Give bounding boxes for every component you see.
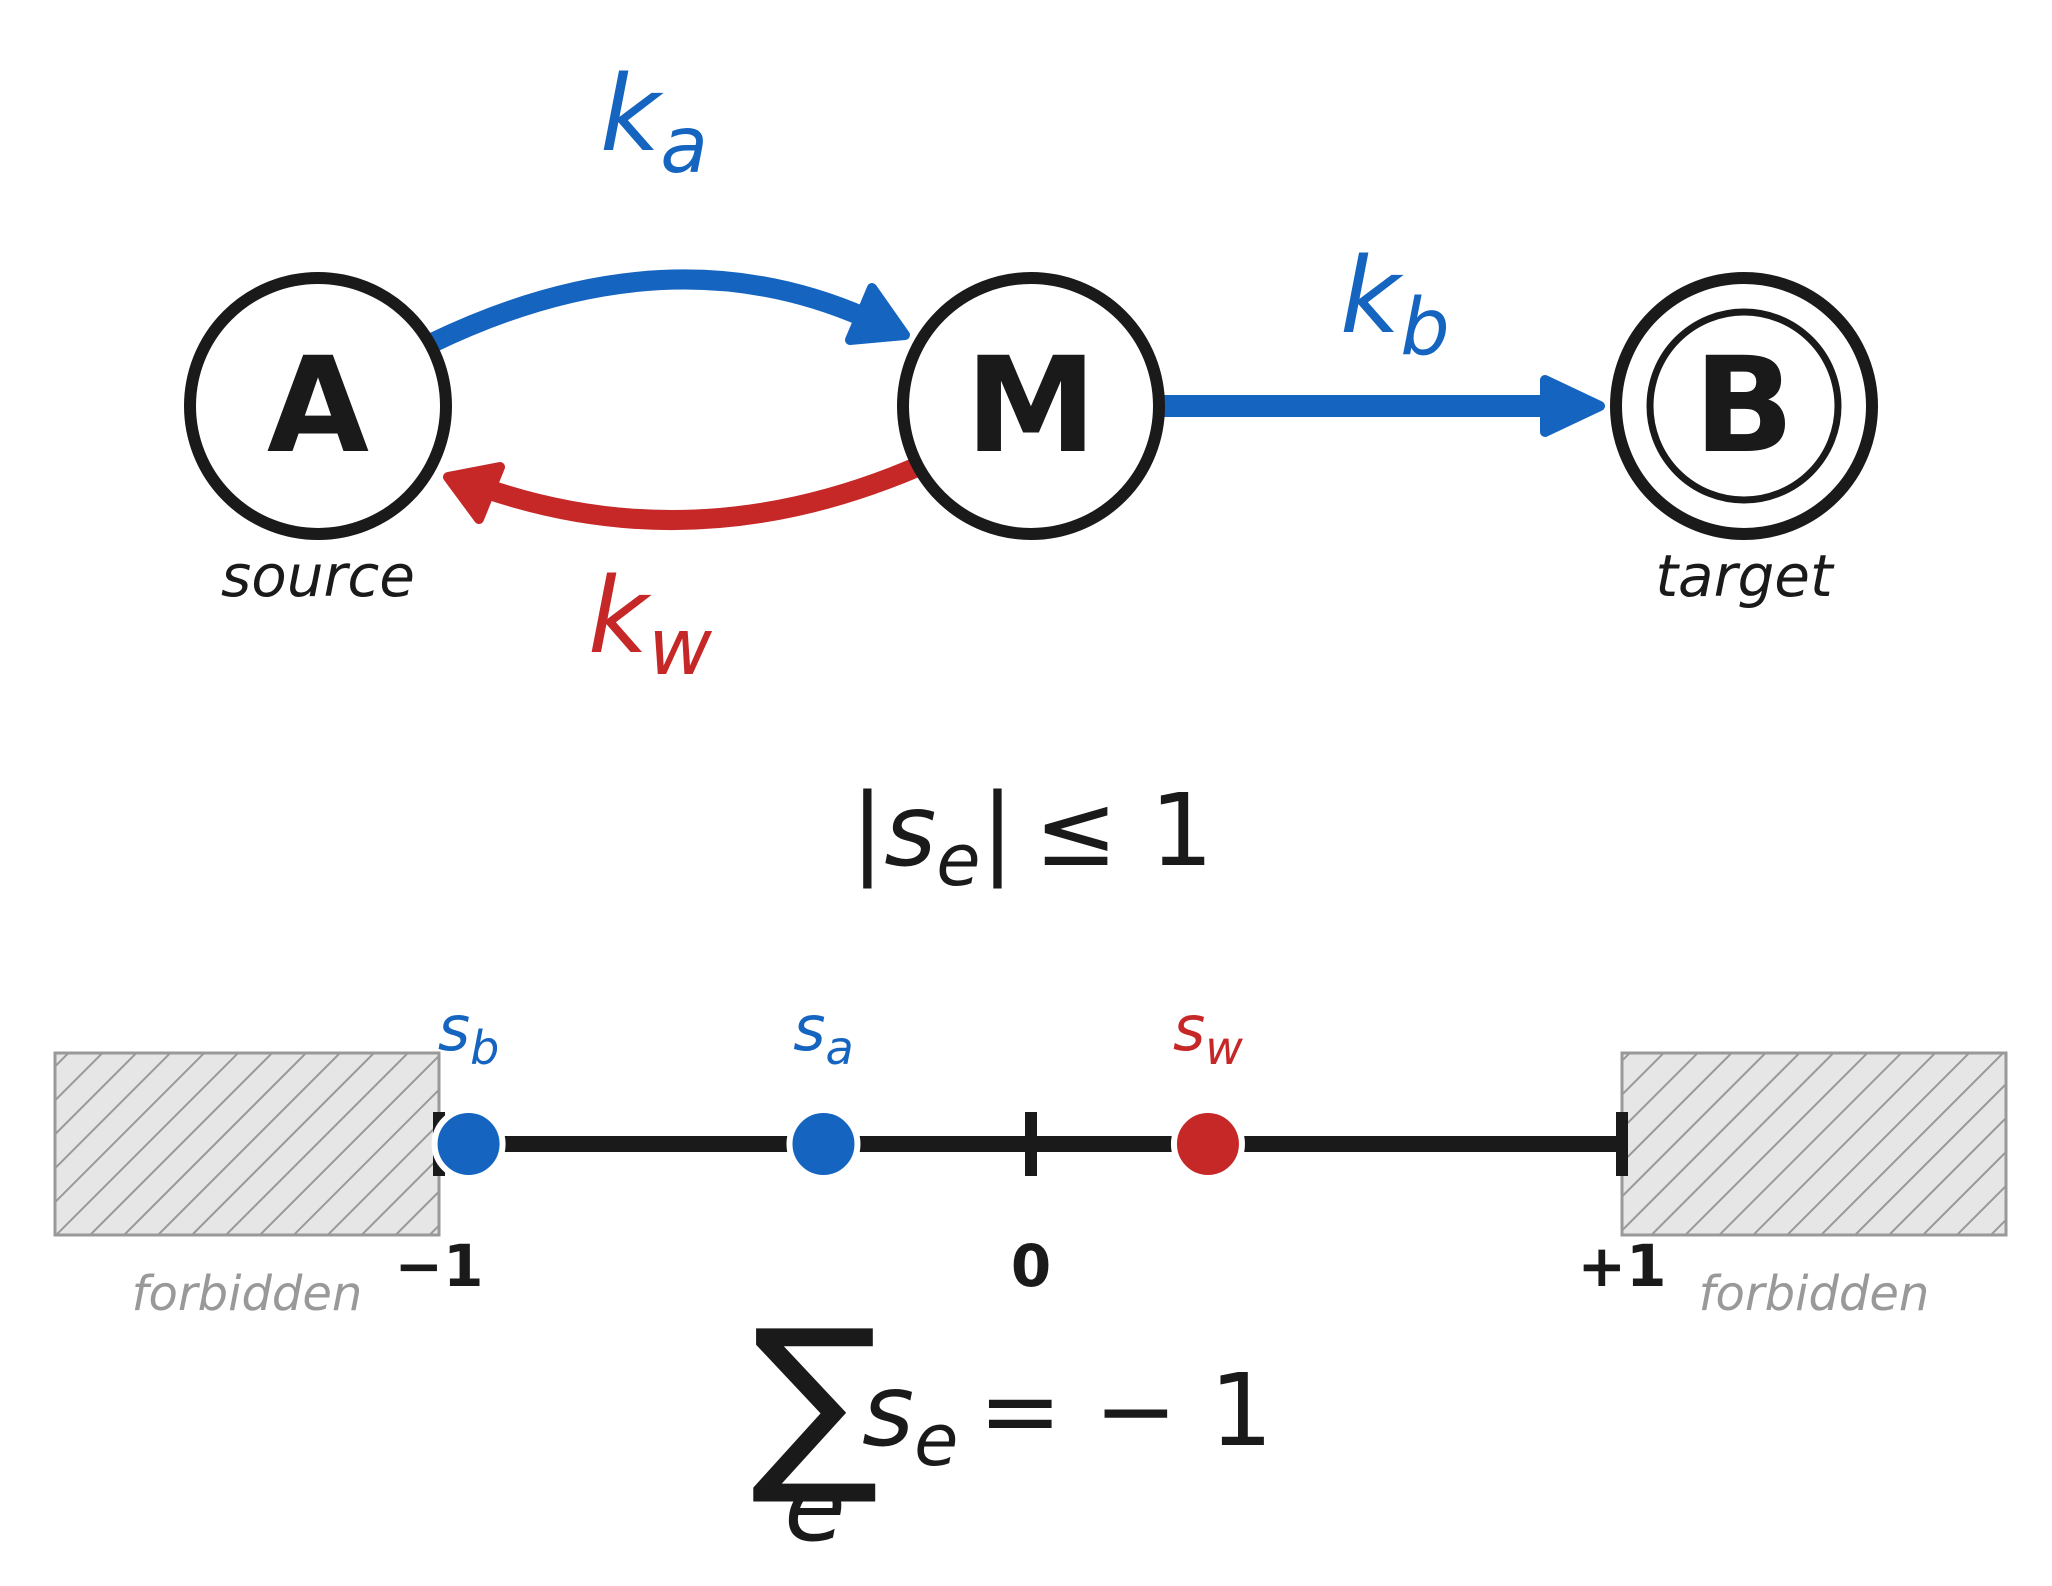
node-b-caption: target	[1655, 542, 1835, 610]
point-label-sb-sub: b	[470, 1021, 499, 1075]
tick-label-right: +1	[1578, 1232, 1667, 1300]
rate-ka-sub: a	[660, 101, 708, 191]
forbidden-region-right	[1620, 1051, 2008, 1237]
sum-sigma: ∑	[751, 1289, 879, 1510]
node-m-letter: M	[965, 329, 1096, 483]
node-b: B	[1610, 272, 1878, 540]
sum-sub: e	[914, 1398, 958, 1482]
point-sa	[786, 1107, 861, 1181]
sum-rhs: = − 1	[978, 1352, 1273, 1469]
point-label-sb: sb	[438, 992, 500, 1075]
node-a-caption: source	[221, 542, 415, 610]
rate-kw-sub: w	[648, 603, 712, 693]
constraint-base: s	[884, 772, 936, 889]
rate-kw-base: k	[588, 555, 652, 677]
sum-base: s	[862, 1352, 914, 1469]
rate-kb-base: k	[1340, 235, 1404, 357]
node-m: M	[897, 272, 1165, 540]
rate-kb-sub: b	[1400, 283, 1450, 373]
constraint-equation: |se|≤ 1	[850, 772, 1213, 902]
rate-ka-label: ka	[600, 53, 708, 191]
sum-body: se= − 1	[862, 1352, 1273, 1482]
forbidden-label-right: forbidden	[1699, 1266, 1930, 1322]
point-sw	[1170, 1107, 1245, 1181]
node-b-letter: B	[1694, 329, 1795, 483]
point-label-sa-base: s	[793, 992, 825, 1065]
point-label-sb-base: s	[438, 992, 470, 1065]
sum-index: e	[784, 1447, 846, 1564]
forbidden-region-left	[53, 1051, 441, 1237]
constraint-abs-close: |	[981, 772, 1015, 889]
arrow-m-to-a-head	[443, 462, 505, 524]
point-label-sa: sa	[793, 992, 854, 1075]
point-label-sa-sub: a	[826, 1021, 854, 1075]
arrow-a-to-m-head	[845, 283, 910, 345]
arrow-m-to-b-head	[1540, 375, 1605, 437]
arrow-a-to-m	[422, 269, 876, 353]
rate-kw-label: kw	[588, 555, 712, 693]
constraint-relation: ≤ 1	[1034, 772, 1213, 889]
rate-ka-base: k	[600, 53, 664, 175]
node-a: A	[184, 272, 452, 540]
tick-label-left: −1	[395, 1232, 484, 1300]
node-a-letter: A	[267, 329, 369, 483]
point-sb	[431, 1107, 506, 1181]
constraint-abs-open: |	[850, 772, 884, 889]
point-label-sw-sub: w	[1205, 1021, 1243, 1075]
point-label-sw: sw	[1173, 992, 1243, 1075]
tick-label-center: 0	[1011, 1232, 1051, 1300]
arrow-m-to-a	[480, 457, 927, 530]
rate-kb-label: kb	[1340, 235, 1450, 373]
forbidden-label-left: forbidden	[132, 1266, 363, 1322]
constraint-sub: e	[936, 818, 980, 902]
point-label-sw-base: s	[1173, 992, 1205, 1065]
